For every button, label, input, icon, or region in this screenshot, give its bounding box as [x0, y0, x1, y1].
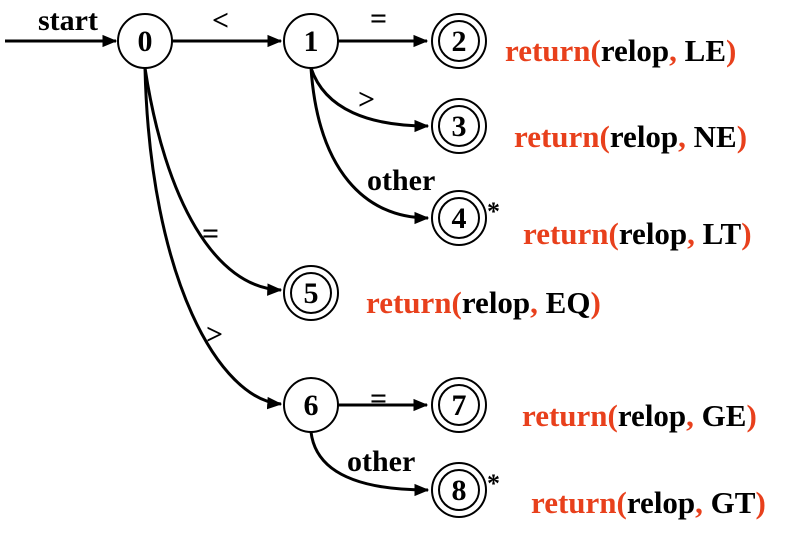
edge-label-1-4: other	[367, 164, 435, 197]
svg-text:5: 5	[304, 277, 319, 310]
state-0: 0	[117, 13, 173, 69]
action-ge: return(relop, GE)	[522, 398, 757, 433]
svg-text:4: 4	[452, 202, 467, 235]
edge-label-0-5: =	[202, 217, 219, 250]
start-label: start	[38, 4, 98, 37]
edge-1-3	[309, 67, 430, 133]
state-1: 1	[283, 13, 339, 69]
edges	[5, 34, 430, 497]
state-5-accepting: 5	[283, 265, 339, 321]
state-8-accepting: 8	[431, 462, 487, 518]
action-gt: return(relop, GT)	[531, 485, 766, 520]
action-lt: return(relop, LT)	[523, 216, 752, 251]
edge-1-4	[309, 67, 430, 225]
svg-text:1: 1	[304, 25, 319, 58]
action-le: return(relop, LE)	[505, 33, 736, 68]
state-4-accepting: 4	[431, 190, 487, 246]
svg-text:6: 6	[304, 389, 319, 422]
edge-label-1-2: =	[370, 2, 387, 35]
svg-text:8: 8	[452, 474, 467, 507]
state-2-accepting: 2	[431, 13, 487, 69]
edge-label-0-1: <	[212, 4, 229, 37]
edge-label-1-3: >	[358, 83, 375, 116]
edge-6-8	[309, 431, 430, 497]
retract-marker-8: *	[487, 469, 500, 498]
edge-label-0-6: >	[206, 318, 223, 351]
state-3-accepting: 3	[431, 98, 487, 154]
action-ne: return(relop, NE)	[514, 119, 747, 154]
svg-text:3: 3	[452, 110, 467, 143]
edge-label-6-8: other	[347, 445, 415, 478]
svg-text:0: 0	[138, 25, 153, 58]
state-6: 6	[283, 377, 339, 433]
state-7-accepting: 7	[431, 377, 487, 433]
svg-text:7: 7	[452, 389, 467, 422]
edge-label-6-7: =	[370, 382, 387, 415]
svg-text:2: 2	[452, 25, 467, 58]
action-eq: return(relop, EQ)	[366, 285, 601, 320]
edge-0-5	[143, 67, 283, 296]
retract-marker-4: *	[487, 197, 500, 226]
edge-labels: start < = > other = > = other	[38, 2, 435, 478]
edge-0-6	[143, 67, 283, 410]
